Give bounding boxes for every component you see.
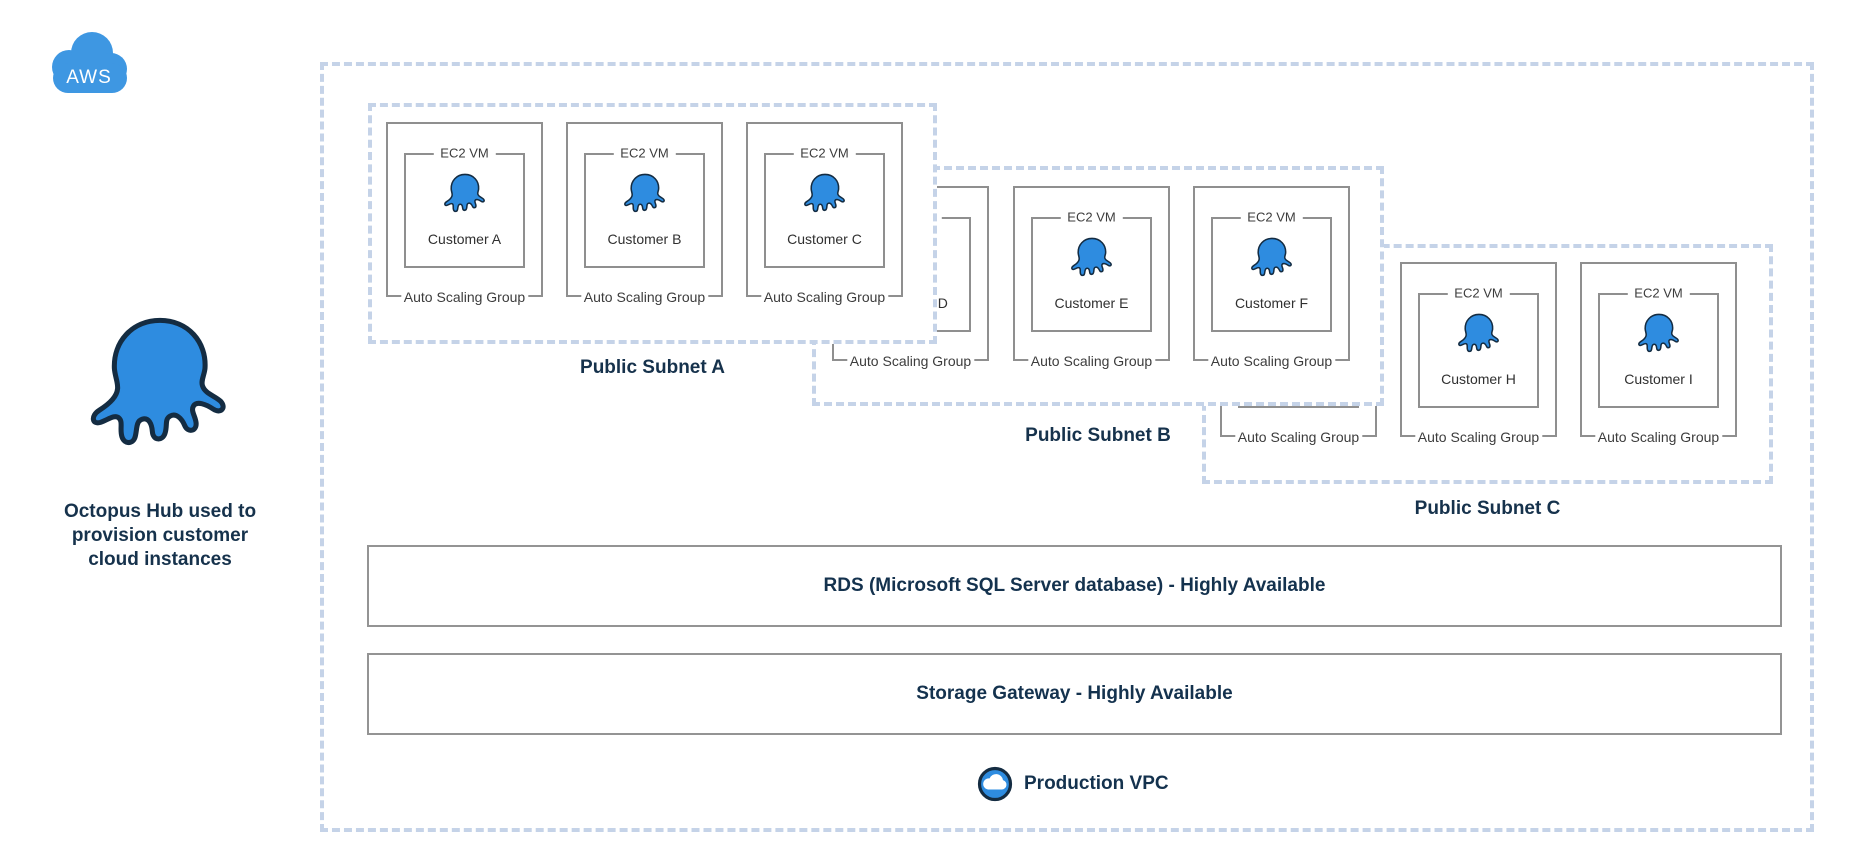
ec2-vm-label: EC2 VM xyxy=(1060,209,1123,225)
auto-scaling-group-label: Auto Scaling Group xyxy=(400,289,529,305)
ec2-vm-box: EC2 VM Customer B xyxy=(584,145,705,268)
auto-scaling-group-label: Auto Scaling Group xyxy=(1594,429,1723,445)
octopus-hub-caption: Octopus Hub used to provision customer c… xyxy=(20,500,300,572)
customer-label: Customer I xyxy=(1624,371,1693,387)
ec2-vm-label: EC2 VM xyxy=(613,145,676,161)
subnet-c-label: Public Subnet C xyxy=(1414,498,1561,519)
storage-gateway-box: Storage Gateway - Highly Available xyxy=(367,653,1782,735)
customer-label: Customer A xyxy=(427,231,502,247)
auto-scaling-group-label: Auto Scaling Group xyxy=(1027,353,1156,369)
auto-scaling-group: EC2 VM Customer A Auto Scaling Group xyxy=(386,122,543,305)
vpc-footer: Production VPC xyxy=(976,765,1169,803)
hub-caption-line: Octopus Hub used to xyxy=(63,501,257,522)
customer-label: Customer F xyxy=(1234,295,1309,311)
storage-gateway-label: Storage Gateway - Highly Available xyxy=(916,683,1233,704)
auto-scaling-group: EC2 VM Customer C Auto Scaling Group xyxy=(746,122,903,305)
hub-caption-line: provision customer xyxy=(71,525,249,546)
subnet-a-label: Public Subnet A xyxy=(580,357,725,378)
rds-label: RDS (Microsoft SQL Server database) - Hi… xyxy=(823,575,1326,596)
subnet-b-label: Public Subnet B xyxy=(1025,425,1171,446)
auto-scaling-group-label: Auto Scaling Group xyxy=(1414,429,1543,445)
customer-label: Customer B xyxy=(607,231,682,247)
customer-label: Customer H xyxy=(1441,371,1516,387)
auto-scaling-group-label: Auto Scaling Group xyxy=(846,353,975,369)
ec2-vm-box: EC2 VM Customer E xyxy=(1031,209,1152,332)
ec2-vm-box: EC2 VM Customer H xyxy=(1418,285,1539,408)
ec2-vm-label: EC2 VM xyxy=(1447,285,1510,301)
subnet-a-boundary: EC2 VM Customer A Auto Scaling Group EC2… xyxy=(368,103,937,344)
rds-box: RDS (Microsoft SQL Server database) - Hi… xyxy=(367,545,1782,627)
auto-scaling-group: EC2 VM Customer H Auto Scaling Group xyxy=(1400,262,1557,445)
octopus-hub-icon xyxy=(84,315,236,455)
auto-scaling-group-label: Auto Scaling Group xyxy=(760,289,889,305)
ec2-vm-label: EC2 VM xyxy=(1240,209,1303,225)
auto-scaling-group-label: Auto Scaling Group xyxy=(1234,429,1363,445)
octopus-icon xyxy=(1249,236,1295,280)
ec2-vm-box: EC2 VM Customer F xyxy=(1211,209,1332,332)
hub-caption-line: cloud instances xyxy=(88,549,232,570)
octopus-icon xyxy=(802,172,848,216)
aws-cloud-badge: AWS xyxy=(45,27,133,95)
ec2-vm-box: EC2 VM Customer A xyxy=(404,145,525,268)
ec2-vm-box: EC2 VM Customer C xyxy=(764,145,885,268)
customer-label: Customer C xyxy=(787,231,862,247)
vpc-cloud-icon xyxy=(977,766,1013,802)
ec2-vm-label: EC2 VM xyxy=(1627,285,1690,301)
octopus-icon xyxy=(1069,236,1115,280)
octopus-icon xyxy=(622,172,668,216)
auto-scaling-group: EC2 VM Customer E Auto Scaling Group xyxy=(1013,186,1170,369)
ec2-vm-box: EC2 VM Customer I xyxy=(1598,285,1719,408)
octopus-icon xyxy=(442,172,488,216)
aws-badge-label: AWS xyxy=(66,67,112,88)
auto-scaling-group: EC2 VM Customer I Auto Scaling Group xyxy=(1580,262,1737,445)
aws-cloud-icon xyxy=(52,32,127,93)
auto-scaling-group-label: Auto Scaling Group xyxy=(1207,353,1336,369)
auto-scaling-group-label: Auto Scaling Group xyxy=(580,289,709,305)
production-vpc-label: Production VPC xyxy=(1024,773,1169,794)
customer-label: Customer E xyxy=(1054,295,1129,311)
auto-scaling-group: EC2 VM Customer F Auto Scaling Group xyxy=(1193,186,1350,369)
ec2-vm-label: EC2 VM xyxy=(433,145,496,161)
auto-scaling-group: EC2 VM Customer B Auto Scaling Group xyxy=(566,122,723,305)
octopus-icon xyxy=(1636,312,1682,356)
ec2-vm-label: EC2 VM xyxy=(793,145,856,161)
octopus-icon xyxy=(1456,312,1502,356)
